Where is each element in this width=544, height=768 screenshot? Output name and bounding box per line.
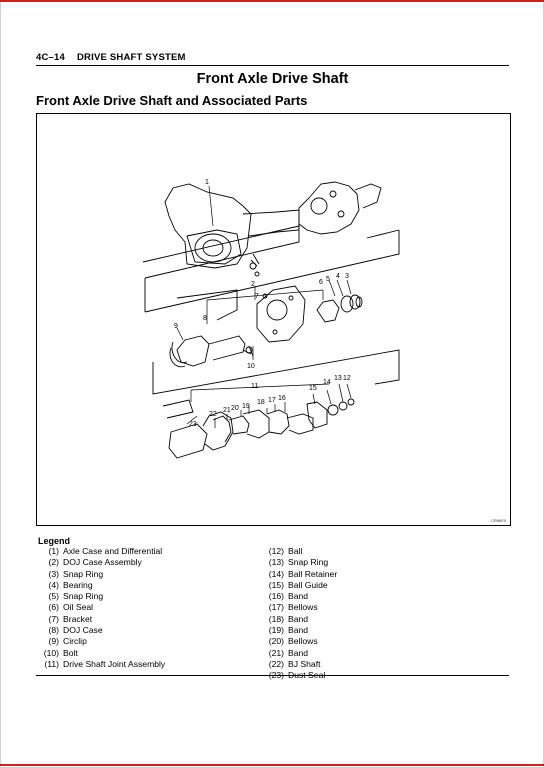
bottom-red-border	[0, 764, 544, 766]
callout-18: 18	[257, 399, 265, 406]
legend-item: (10)Bolt	[43, 647, 78, 658]
legend-item: (6)Oil Seal	[48, 602, 94, 613]
callout-20: 20	[231, 405, 239, 412]
doj-case-group-drawing	[142, 225, 400, 368]
legend-item: (18)Band	[268, 613, 309, 624]
callout-15: 15	[309, 385, 317, 392]
legend-item: (15)Ball Guide	[268, 579, 328, 590]
legend-item: (17)Bellows	[268, 602, 318, 613]
figure-code: CR96F0	[491, 518, 506, 523]
legend-item: (1)Axle Case and Differential	[48, 546, 163, 556]
callout-leaders	[176, 185, 352, 428]
exploded-diagram: 1 2 3 4 5 6 7 8 9 10 11 12 13 14 15 16 1…	[142, 179, 400, 459]
callout-4: 4	[336, 273, 340, 280]
callout-23: 23	[189, 421, 197, 428]
callout-1: 1	[205, 179, 209, 186]
callout-8: 8	[203, 315, 207, 322]
legend-item: (7)Bracket	[48, 613, 93, 624]
callout-17: 17	[268, 397, 276, 404]
callout-7: 7	[255, 293, 259, 300]
page-title: Front Axle Drive Shaft	[196, 71, 349, 87]
callout-9: 9	[174, 323, 178, 330]
callout-16: 16	[278, 395, 286, 402]
section-name: DRIVE SHAFT SYSTEM	[77, 52, 186, 63]
exploded-view-figure: 1 2 3 4 5 6 7 8 9 10 11 12 13 14 15 16 1…	[36, 113, 511, 526]
legend-item: (16)Band	[268, 591, 309, 602]
callout-5: 5	[326, 276, 330, 283]
callout-11: 11	[251, 383, 258, 390]
legend-item: (19)Band	[268, 625, 309, 636]
legend-item: (20)Bellows	[268, 636, 318, 647]
callout-13: 13	[334, 375, 342, 382]
legend-item: (21)Band	[268, 647, 309, 658]
legend-item: (11)Drive Shaft Joint Assembly	[44, 658, 166, 669]
callout-12: 12	[343, 375, 351, 382]
legend-column-right: (12)Ball (13)Snap Ring (14)Ball Retainer…	[261, 546, 338, 682]
top-red-border	[0, 0, 544, 2]
legend-item: (3)Snap Ring	[48, 568, 104, 579]
callout-3: 3	[345, 273, 349, 280]
page-number: 4C–14	[36, 52, 65, 63]
header-rule	[36, 65, 509, 66]
legend-title: Legend	[38, 536, 71, 546]
callout-10: 10	[247, 363, 255, 370]
legend-item: (12)Ball	[268, 546, 303, 556]
page-header: 4C–14 DRIVE SHAFT SYSTEM	[36, 52, 186, 63]
callout-numbers: 1 2 3 4 5 6 7 8 9 10 11 12 13 14 15 16 1…	[174, 179, 351, 428]
callout-6: 6	[319, 279, 323, 286]
legend-item: (9)Circlip	[48, 636, 87, 647]
legend-column-left: (1)Axle Case and Differential (2)DOJ Cas…	[36, 546, 166, 670]
section-subtitle: Front Axle Drive Shaft and Associated Pa…	[36, 93, 308, 108]
legend-item: (5)Snap Ring	[48, 591, 104, 602]
legend-bottom-rule	[36, 675, 509, 676]
legend-item: (4)Bearing	[48, 579, 93, 590]
callout-21: 21	[223, 407, 231, 414]
callout-22: 22	[209, 411, 217, 418]
legend-item: (14)Ball Retainer	[268, 568, 338, 579]
legend-item: (22)BJ Shaft	[268, 658, 321, 669]
legend-item: (2)DOJ Case Assembly	[48, 557, 142, 568]
legend-item: (8)DOJ Case	[48, 625, 103, 636]
callout-14: 14	[323, 379, 331, 386]
drive-shaft-joint-drawing	[152, 349, 400, 459]
callout-2: 2	[251, 281, 255, 288]
callout-19: 19	[242, 403, 250, 410]
legend-item: (13)Snap Ring	[268, 557, 329, 568]
axle-case-drawing	[164, 181, 382, 277]
